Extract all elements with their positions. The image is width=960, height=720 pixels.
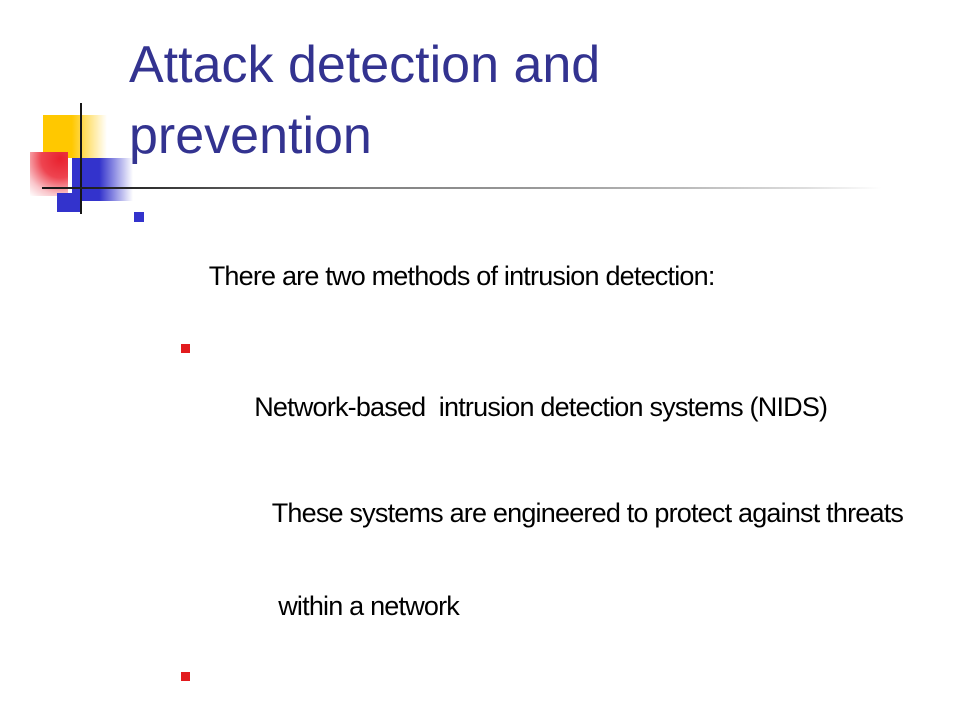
list-item-text: There are two methods of intrusion detec…: [208, 261, 716, 291]
blue-small-square-decoration: [57, 193, 81, 212]
yellow-square-decoration: [43, 115, 107, 158]
list-item-text: Network-based intrusion detection system…: [254, 392, 828, 422]
list-item-text: These systems are engineered to protect …: [271, 498, 904, 528]
red-square-bullet-icon: [181, 344, 190, 353]
list-item: Host-based intrusion detection system (H…: [128, 658, 946, 720]
title-separator-rule: [42, 187, 890, 189]
blue-square-bullet-icon: [134, 212, 144, 222]
slide-title: Attack detection and prevention: [129, 30, 600, 172]
list-item: These systems are engineered to protect …: [128, 467, 946, 560]
slide-title-line-2: prevention: [129, 107, 372, 165]
list-item: Network-based intrusion detection system…: [128, 330, 946, 454]
blue-square-decoration: [72, 158, 133, 201]
list-item: There are two methods of intrusion detec…: [128, 199, 946, 323]
list-item: within a network: [128, 560, 946, 653]
slide-body: There are two methods of intrusion detec…: [128, 199, 946, 720]
red-square-bullet-icon: [181, 672, 190, 681]
red-gradient-square-decoration: [30, 152, 68, 196]
slide-title-line-1: Attack detection and: [129, 36, 601, 94]
vertical-rule-decoration: [80, 103, 82, 214]
list-item-text: within a network: [278, 591, 460, 621]
